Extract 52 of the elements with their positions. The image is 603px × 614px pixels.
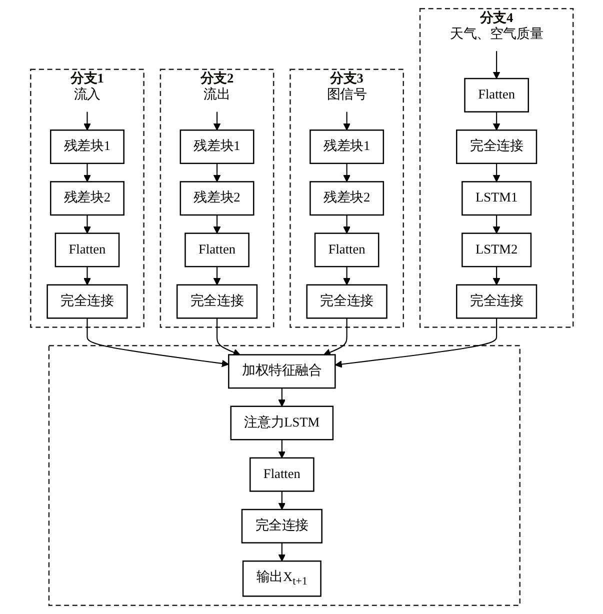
- node-box: 完全连接: [456, 284, 537, 319]
- node-text: 流入: [74, 88, 100, 102]
- arrow: [492, 112, 500, 130]
- node-box: Flatten: [464, 78, 529, 112]
- node-box: 完全连接: [240, 508, 322, 544]
- node-box: 残差块2: [179, 181, 254, 216]
- node-box: Flatten: [314, 232, 379, 268]
- arrow: [86, 318, 229, 368]
- arrow: [492, 266, 500, 286]
- arrow: [83, 266, 90, 286]
- node-text: 天气、空气质量: [450, 26, 543, 42]
- arrow: [492, 214, 500, 234]
- node-box: 残差块1: [179, 130, 254, 164]
- node-box: 完全连接: [176, 284, 258, 319]
- node-box: 残差块2: [309, 181, 384, 216]
- arrow: [342, 112, 350, 130]
- arrow: [216, 318, 240, 356]
- node-box: 加权特征融合: [228, 354, 336, 389]
- cluster: [48, 344, 520, 606]
- node-box: 完全连接: [306, 284, 387, 319]
- node-box: 输出X$_{t+1}$: [242, 560, 322, 597]
- arrow: [492, 163, 500, 182]
- node-box: Flatten: [184, 232, 250, 268]
- node-box: LSTM2: [461, 232, 532, 268]
- arrow: [278, 388, 286, 407]
- arrow: [83, 163, 90, 182]
- node-box: 完全连接: [46, 284, 128, 319]
- arrow: [342, 266, 350, 286]
- node-box: 残差块1: [309, 130, 384, 164]
- arrow: [334, 318, 497, 368]
- arrow: [342, 214, 350, 234]
- arrow: [278, 542, 286, 562]
- node-box: LSTM1: [461, 181, 532, 216]
- arrow: [212, 266, 220, 286]
- node-text: 图信号: [326, 88, 366, 102]
- node-box: Flatten: [249, 457, 314, 492]
- node-box: 注意力LSTM: [230, 406, 334, 440]
- arrow: [278, 491, 286, 510]
- node-text: 流出: [203, 88, 230, 102]
- arrow: [83, 112, 90, 130]
- arrow: [278, 440, 286, 458]
- arrow: [83, 214, 90, 234]
- node-box: 残差块2: [50, 181, 124, 216]
- arrow: [323, 318, 347, 356]
- arrow: [492, 51, 500, 79]
- arrow: [212, 112, 220, 130]
- arrow: [212, 163, 220, 182]
- node-box: Flatten: [54, 232, 120, 268]
- node-box: 残差块1: [50, 130, 124, 164]
- node-box: 完全连接: [456, 130, 537, 164]
- arrow: [342, 163, 350, 182]
- arrow: [212, 214, 220, 234]
